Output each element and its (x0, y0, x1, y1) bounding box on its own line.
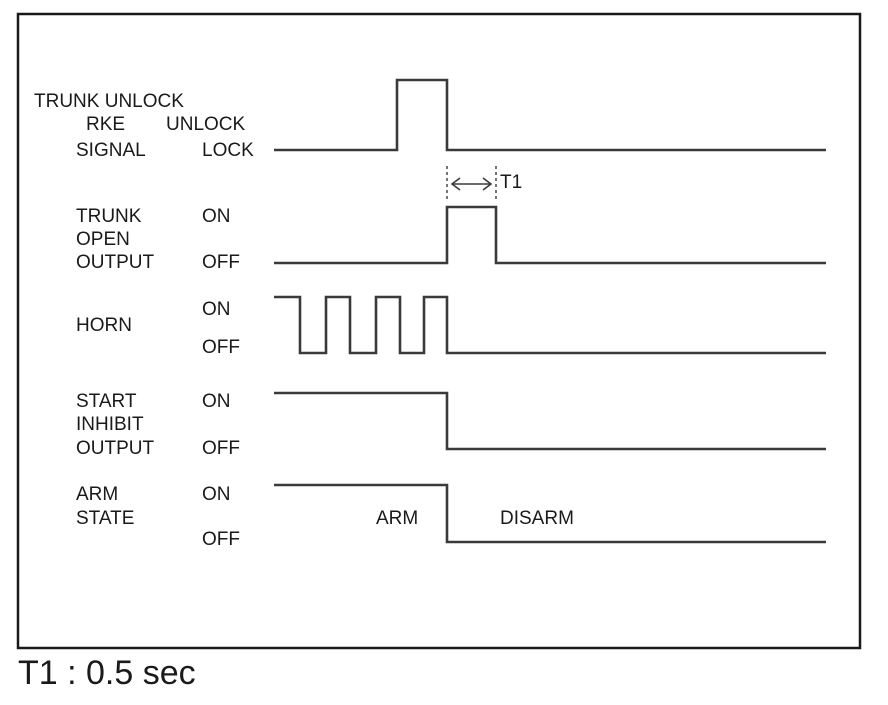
arm-region-label: ARM (376, 508, 418, 529)
start-state-high: ON (202, 391, 231, 412)
trunk-label-line1: TRUNK (76, 206, 142, 227)
start-label-line3: OUTPUT (76, 438, 155, 459)
disarm-region-label: DISARM (500, 508, 574, 529)
start-state-low: OFF (202, 438, 240, 459)
arm-state-high: ON (202, 484, 231, 505)
t1-definition-note: T1 : 0.5 sec (18, 654, 196, 692)
diagram-frame (16, 12, 862, 650)
trunk-open-waveform (274, 205, 826, 265)
rke-label-line1: TRUNK UNLOCK (34, 91, 184, 112)
horn-label: HORN (76, 315, 132, 336)
t1-arrow-right-icon (482, 177, 493, 191)
rke-state-low: LOCK (202, 140, 254, 161)
arm-label-line2: STATE (76, 508, 134, 529)
start-inhibit-waveform (274, 391, 826, 451)
start-label-line1: START (76, 391, 137, 412)
rke-signal-waveform (274, 78, 826, 152)
trunk-state-low: OFF (202, 252, 240, 273)
horn-state-high: ON (202, 299, 231, 320)
rke-label-line3: SIGNAL (76, 140, 146, 161)
t1-arrow-left-icon (450, 177, 461, 191)
trunk-state-high: ON (202, 206, 231, 227)
arm-label-line1: ARM (76, 484, 118, 505)
arm-state-waveform (274, 483, 826, 544)
horn-state-low: OFF (202, 337, 240, 358)
start-label-line2: INHIBIT (76, 414, 144, 435)
arm-state-low: OFF (202, 529, 240, 550)
trunk-label-line2: OPEN (76, 229, 130, 250)
horn-waveform (274, 295, 826, 355)
t1-label: T1 (500, 172, 522, 193)
rke-state-high: UNLOCK (166, 114, 246, 135)
rke-label-line2: RKE (86, 114, 125, 135)
trunk-label-line3: OUTPUT (76, 252, 155, 273)
